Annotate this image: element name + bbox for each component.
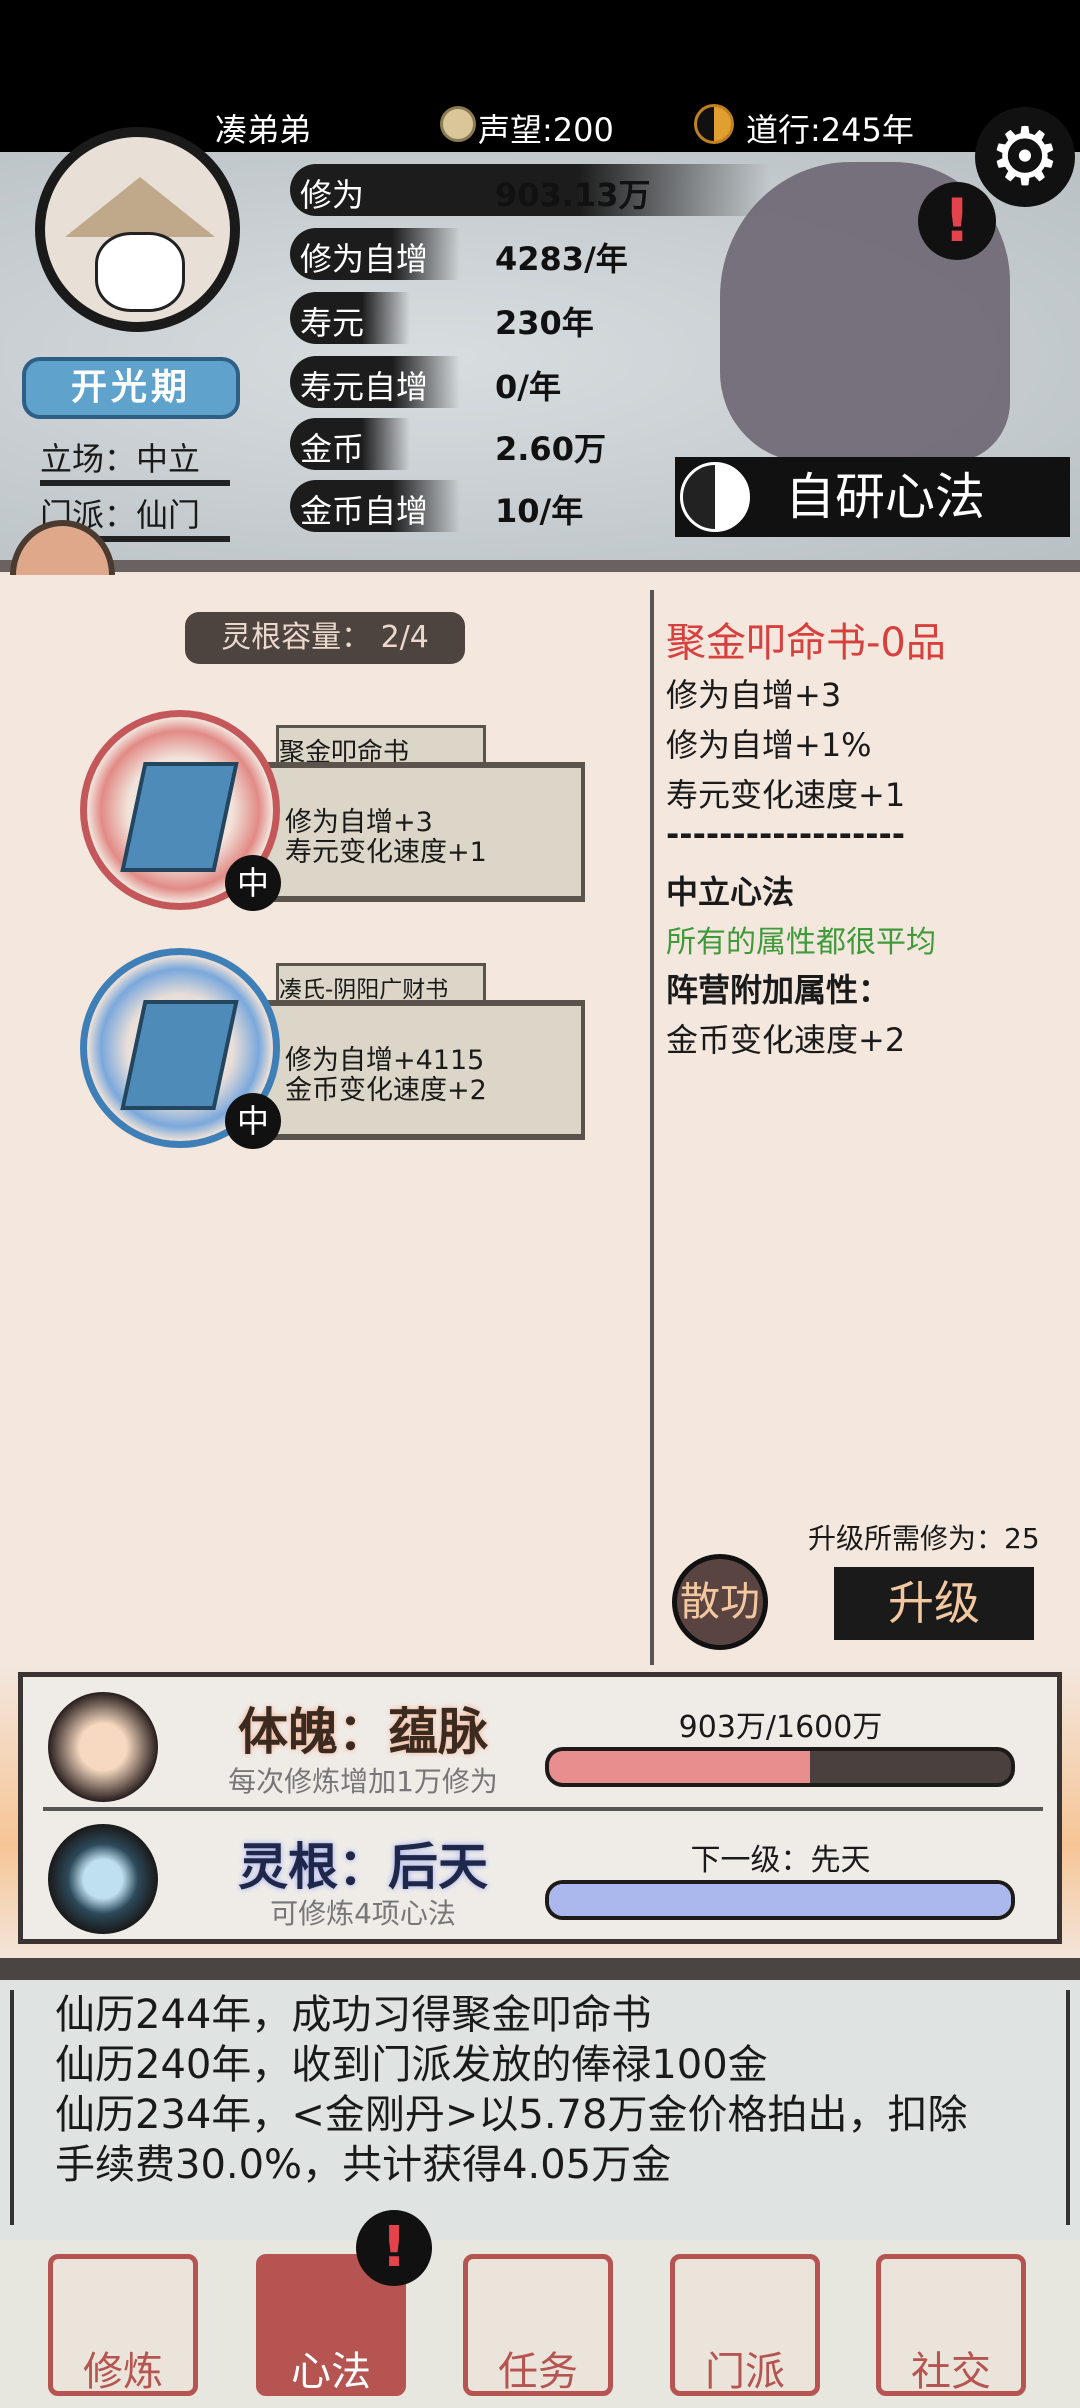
- row-divider: [43, 1807, 1043, 1811]
- nav-label: 修炼: [83, 2349, 163, 2395]
- upgrade-button[interactable]: 升级: [834, 1567, 1034, 1640]
- top-status-bar: 凑弟弟 声望:200 道行:245年: [0, 0, 1080, 152]
- stance-label: 立场：中立: [40, 434, 230, 486]
- book-icon: [80, 948, 280, 1148]
- root-progress-fill: [549, 1884, 1011, 1916]
- player-name: 凑弟弟: [215, 111, 312, 149]
- faction-title: 阵营附加属性：: [666, 971, 891, 1009]
- technique-card[interactable]: 聚金叩命书 修为自增+3 寿元变化速度+1 中: [80, 710, 600, 920]
- effect-text: 寿元变化速度+1: [285, 837, 487, 868]
- self-research-button[interactable]: 自研心法: [675, 457, 1070, 537]
- log-entry: 仙历240年，收到门派发放的俸禄100金: [55, 2042, 768, 2088]
- yin-yang-icon: [694, 104, 734, 144]
- divider: [0, 560, 1080, 572]
- effect-text: 金币变化速度+2: [285, 1075, 487, 1106]
- detail-title: 聚金叩命书-0品: [666, 620, 946, 666]
- stat-value: 4283/年: [495, 240, 628, 278]
- self-research-label: 自研心法: [785, 468, 985, 526]
- daoxing: 道行:245年: [746, 111, 914, 149]
- face-icon: [95, 232, 185, 312]
- body-progress-text: 903万/1600万: [678, 1710, 883, 1745]
- alert-icon: !: [918, 182, 996, 260]
- body-desc: 每次修炼增加1万修为: [228, 1765, 498, 1798]
- hat-icon: [65, 177, 215, 237]
- root-progress-bar: [545, 1880, 1015, 1920]
- log-entry: 仙历234年，<金刚丹>以5.78万金价格拍出，扣除: [55, 2092, 968, 2138]
- event-log[interactable]: 仙历244年，成功习得聚金叩命书 仙历240年，收到门派发放的俸禄100金 仙历…: [0, 1980, 1080, 2240]
- root-desc: 可修炼4项心法: [270, 1897, 456, 1930]
- nav-social[interactable]: 社交: [876, 2254, 1026, 2396]
- alert-icon: !: [356, 2210, 432, 2286]
- nav-label: 门派: [705, 2349, 785, 2395]
- nav-tasks[interactable]: 任务: [463, 2254, 613, 2396]
- stat-label: 金币自增: [300, 492, 429, 530]
- detail-effect: 修为自增+3: [666, 676, 842, 714]
- root-title: 灵根：后天: [238, 1838, 488, 1896]
- upgrade-cost: 升级所需修为：25: [808, 1522, 1040, 1555]
- stat-label: 修为自增: [300, 240, 429, 278]
- effect-text: 修为自增+3: [285, 807, 433, 838]
- stat-label: 修为: [300, 176, 365, 214]
- technique-effects: 修为自增+3 寿元变化速度+1: [245, 762, 585, 902]
- stat-value: 0/年: [495, 368, 561, 406]
- stat-label: 寿元: [300, 304, 365, 342]
- nav-cultivate[interactable]: 修炼: [48, 2254, 198, 2396]
- technique-area: 灵根容量： 2/4 聚金叩命书 修为自增+3 寿元变化速度+1 中 凑氏-阴阳广…: [0, 575, 1080, 1675]
- stat-value: 903.13万: [495, 176, 651, 214]
- faction-effect: 金币变化速度+2: [666, 1021, 906, 1059]
- root-next-level: 下一级：先天: [690, 1843, 871, 1878]
- grade-badge: 中: [225, 855, 281, 911]
- capacity-badge: 灵根容量： 2/4: [185, 612, 465, 664]
- nav-label: 心法: [291, 2349, 371, 2395]
- technique-card[interactable]: 凑氏-阴阳广财书 修为自增+4115 金币变化速度+2 中: [80, 948, 600, 1158]
- stat-label: 金币: [300, 430, 365, 468]
- type-desc: 所有的属性都很平均: [666, 925, 936, 960]
- nav-label: 任务: [498, 2349, 578, 2395]
- spirit-root-icon: [48, 1824, 158, 1934]
- dissolve-button[interactable]: 散功: [672, 1554, 768, 1650]
- stat-label: 寿元自增: [300, 368, 429, 406]
- stat-value: 230年: [495, 304, 594, 342]
- body-progress-bar: [545, 1747, 1015, 1787]
- cultivation-panel: 体魄：蕴脉 每次修炼增加1万修为 903万/1600万 灵根：后天 可修炼4项心…: [18, 1672, 1062, 1944]
- divider: [0, 1958, 1080, 1980]
- log-entry: 手续费30.0%，共计获得4.05万金: [55, 2142, 672, 2188]
- nav-sect[interactable]: 门派: [670, 2254, 820, 2396]
- nav-label: 社交: [911, 2349, 991, 2395]
- yin-yang-icon: [680, 462, 750, 532]
- meditation-icon: [48, 1692, 158, 1802]
- separator: ------------------: [666, 815, 906, 853]
- body-progress-fill: [549, 1751, 810, 1783]
- avatar[interactable]: [35, 127, 240, 332]
- technique-name: 聚金叩命书: [276, 725, 486, 768]
- technique-name: 凑氏-阴阳广财书: [276, 963, 486, 1003]
- bottom-nav: 修炼 心法 任务 门派 社交 !: [0, 2210, 1080, 2408]
- reputation: 声望:200: [478, 111, 614, 149]
- stat-value: 10/年: [495, 492, 584, 530]
- coin-icon: [440, 106, 476, 142]
- grade-badge: 中: [225, 1093, 281, 1149]
- detail-effect: 寿元变化速度+1: [666, 776, 906, 814]
- stat-value: 2.60万: [495, 430, 606, 468]
- log-lines: 仙历244年，成功习得聚金叩命书 仙历240年，收到门派发放的俸禄100金 仙历…: [55, 1990, 967, 2195]
- realm-badge: 开光期: [22, 357, 240, 419]
- technique-effects: 修为自增+4115 金币变化速度+2: [245, 1000, 585, 1140]
- detail-effect: 修为自增+1%: [666, 726, 872, 764]
- settings-gear-icon[interactable]: ⚙: [975, 107, 1075, 207]
- effect-text: 修为自增+4115: [285, 1045, 485, 1076]
- vertical-divider: [650, 590, 654, 1675]
- body-title: 体魄：蕴脉: [238, 1703, 488, 1761]
- log-entry: 仙历244年，成功习得聚金叩命书: [55, 1992, 652, 2038]
- type-title: 中立心法: [666, 873, 795, 911]
